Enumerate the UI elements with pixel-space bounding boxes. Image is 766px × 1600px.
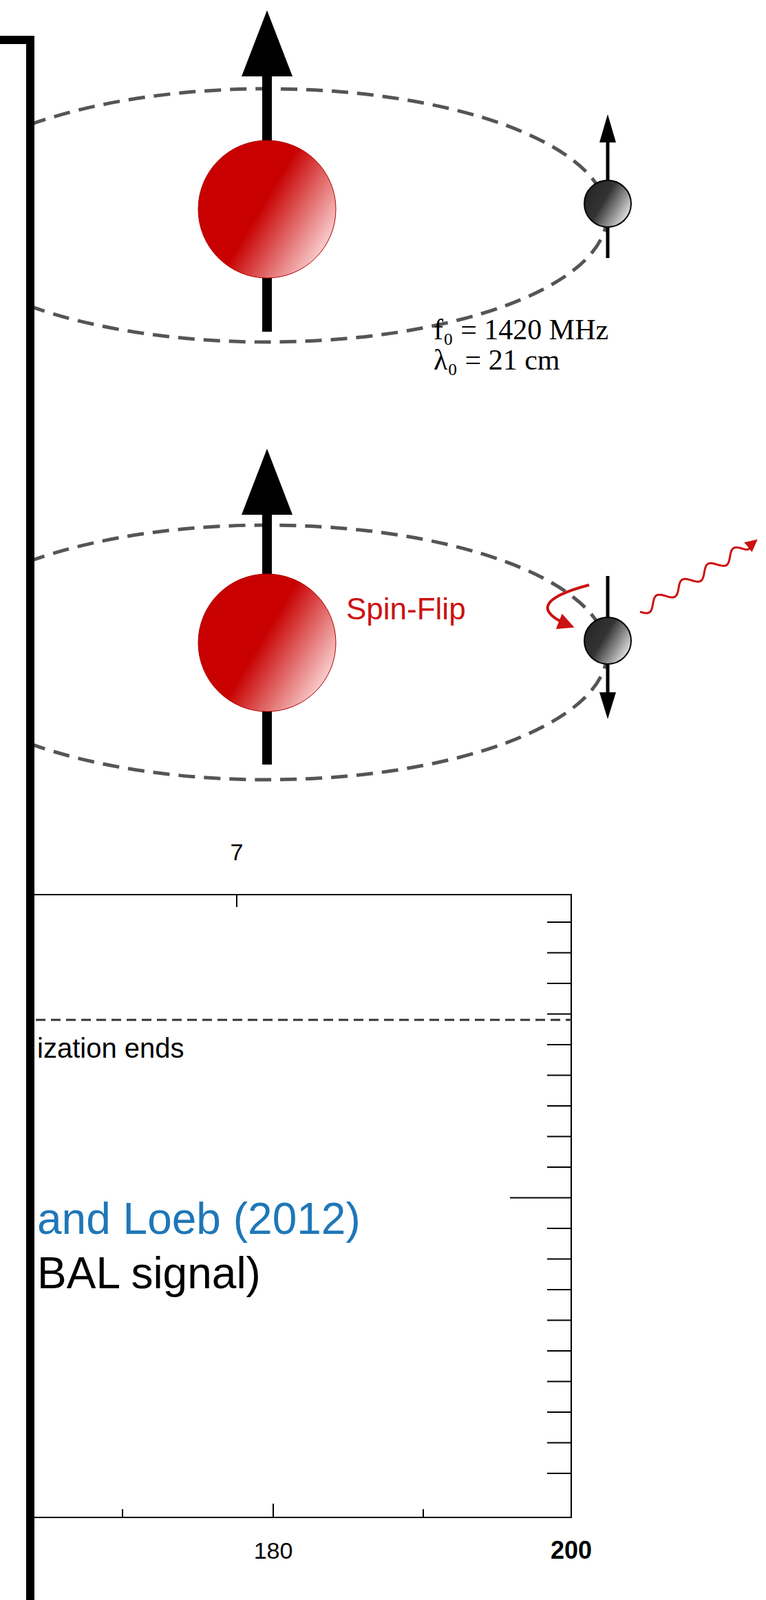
axis-tick: [547, 982, 572, 985]
wavelength-label: λ₀ = 21 cm: [433, 345, 561, 375]
axis-tick: [547, 1044, 572, 1046]
legend-note: BAL signal): [37, 1251, 261, 1296]
axis-tick: [547, 1013, 572, 1016]
axis-tick: [236, 894, 238, 908]
axis-tick: [547, 1381, 572, 1383]
axis-tick: [547, 1166, 572, 1168]
annotation: ization ends: [37, 1034, 184, 1062]
axis-ticks: [509, 922, 572, 1474]
dashed-line: [20, 1019, 572, 1022]
mask: [0, 0, 27, 1600]
axis-tick: [547, 1105, 572, 1107]
axis-tick: [422, 1509, 424, 1518]
axis-label: 7: [230, 840, 244, 864]
electron: [584, 180, 632, 228]
spin-flip-arrow: [547, 584, 590, 627]
axis-label: 180: [253, 1538, 294, 1563]
axis-tick: [121, 1509, 124, 1518]
axis-tick: [547, 1442, 572, 1444]
axis-tick: [547, 1136, 572, 1138]
axis-tick: [547, 1289, 572, 1291]
axis-tick: [547, 1227, 572, 1230]
orbit-ellipse: [0, 88, 608, 343]
axis-tick: [547, 1411, 572, 1413]
axis-tick: [547, 921, 572, 923]
orbit-ellipse: [0, 525, 608, 780]
spin-arrow-head: [599, 114, 616, 143]
axis-tick: [547, 1350, 572, 1352]
photon-wave: [640, 540, 756, 614]
axis-label: 200: [550, 1538, 592, 1563]
frequency-label: f₀ = 1420 MHz: [433, 315, 609, 345]
axis-tick: [547, 952, 572, 954]
proton: [198, 573, 336, 712]
border-bar: [26, 35, 35, 1600]
spin-arrow-head: [241, 10, 293, 77]
proton: [198, 140, 336, 279]
axis-tick: [509, 1197, 572, 1199]
axis-tick: [272, 1503, 274, 1518]
electron: [584, 617, 632, 665]
axis-tick: [547, 1320, 572, 1322]
axis-tick: [547, 1472, 572, 1475]
axis-tick: [547, 1075, 572, 1077]
axis-tick: [547, 1258, 572, 1261]
spin-flip-label: Spin-Flip: [346, 593, 466, 625]
spin-arrow-head: [599, 692, 616, 720]
citation-label: and Loeb (2012): [37, 1196, 361, 1241]
spin-arrow-head: [241, 448, 293, 515]
plot-frame: [20, 894, 572, 1518]
